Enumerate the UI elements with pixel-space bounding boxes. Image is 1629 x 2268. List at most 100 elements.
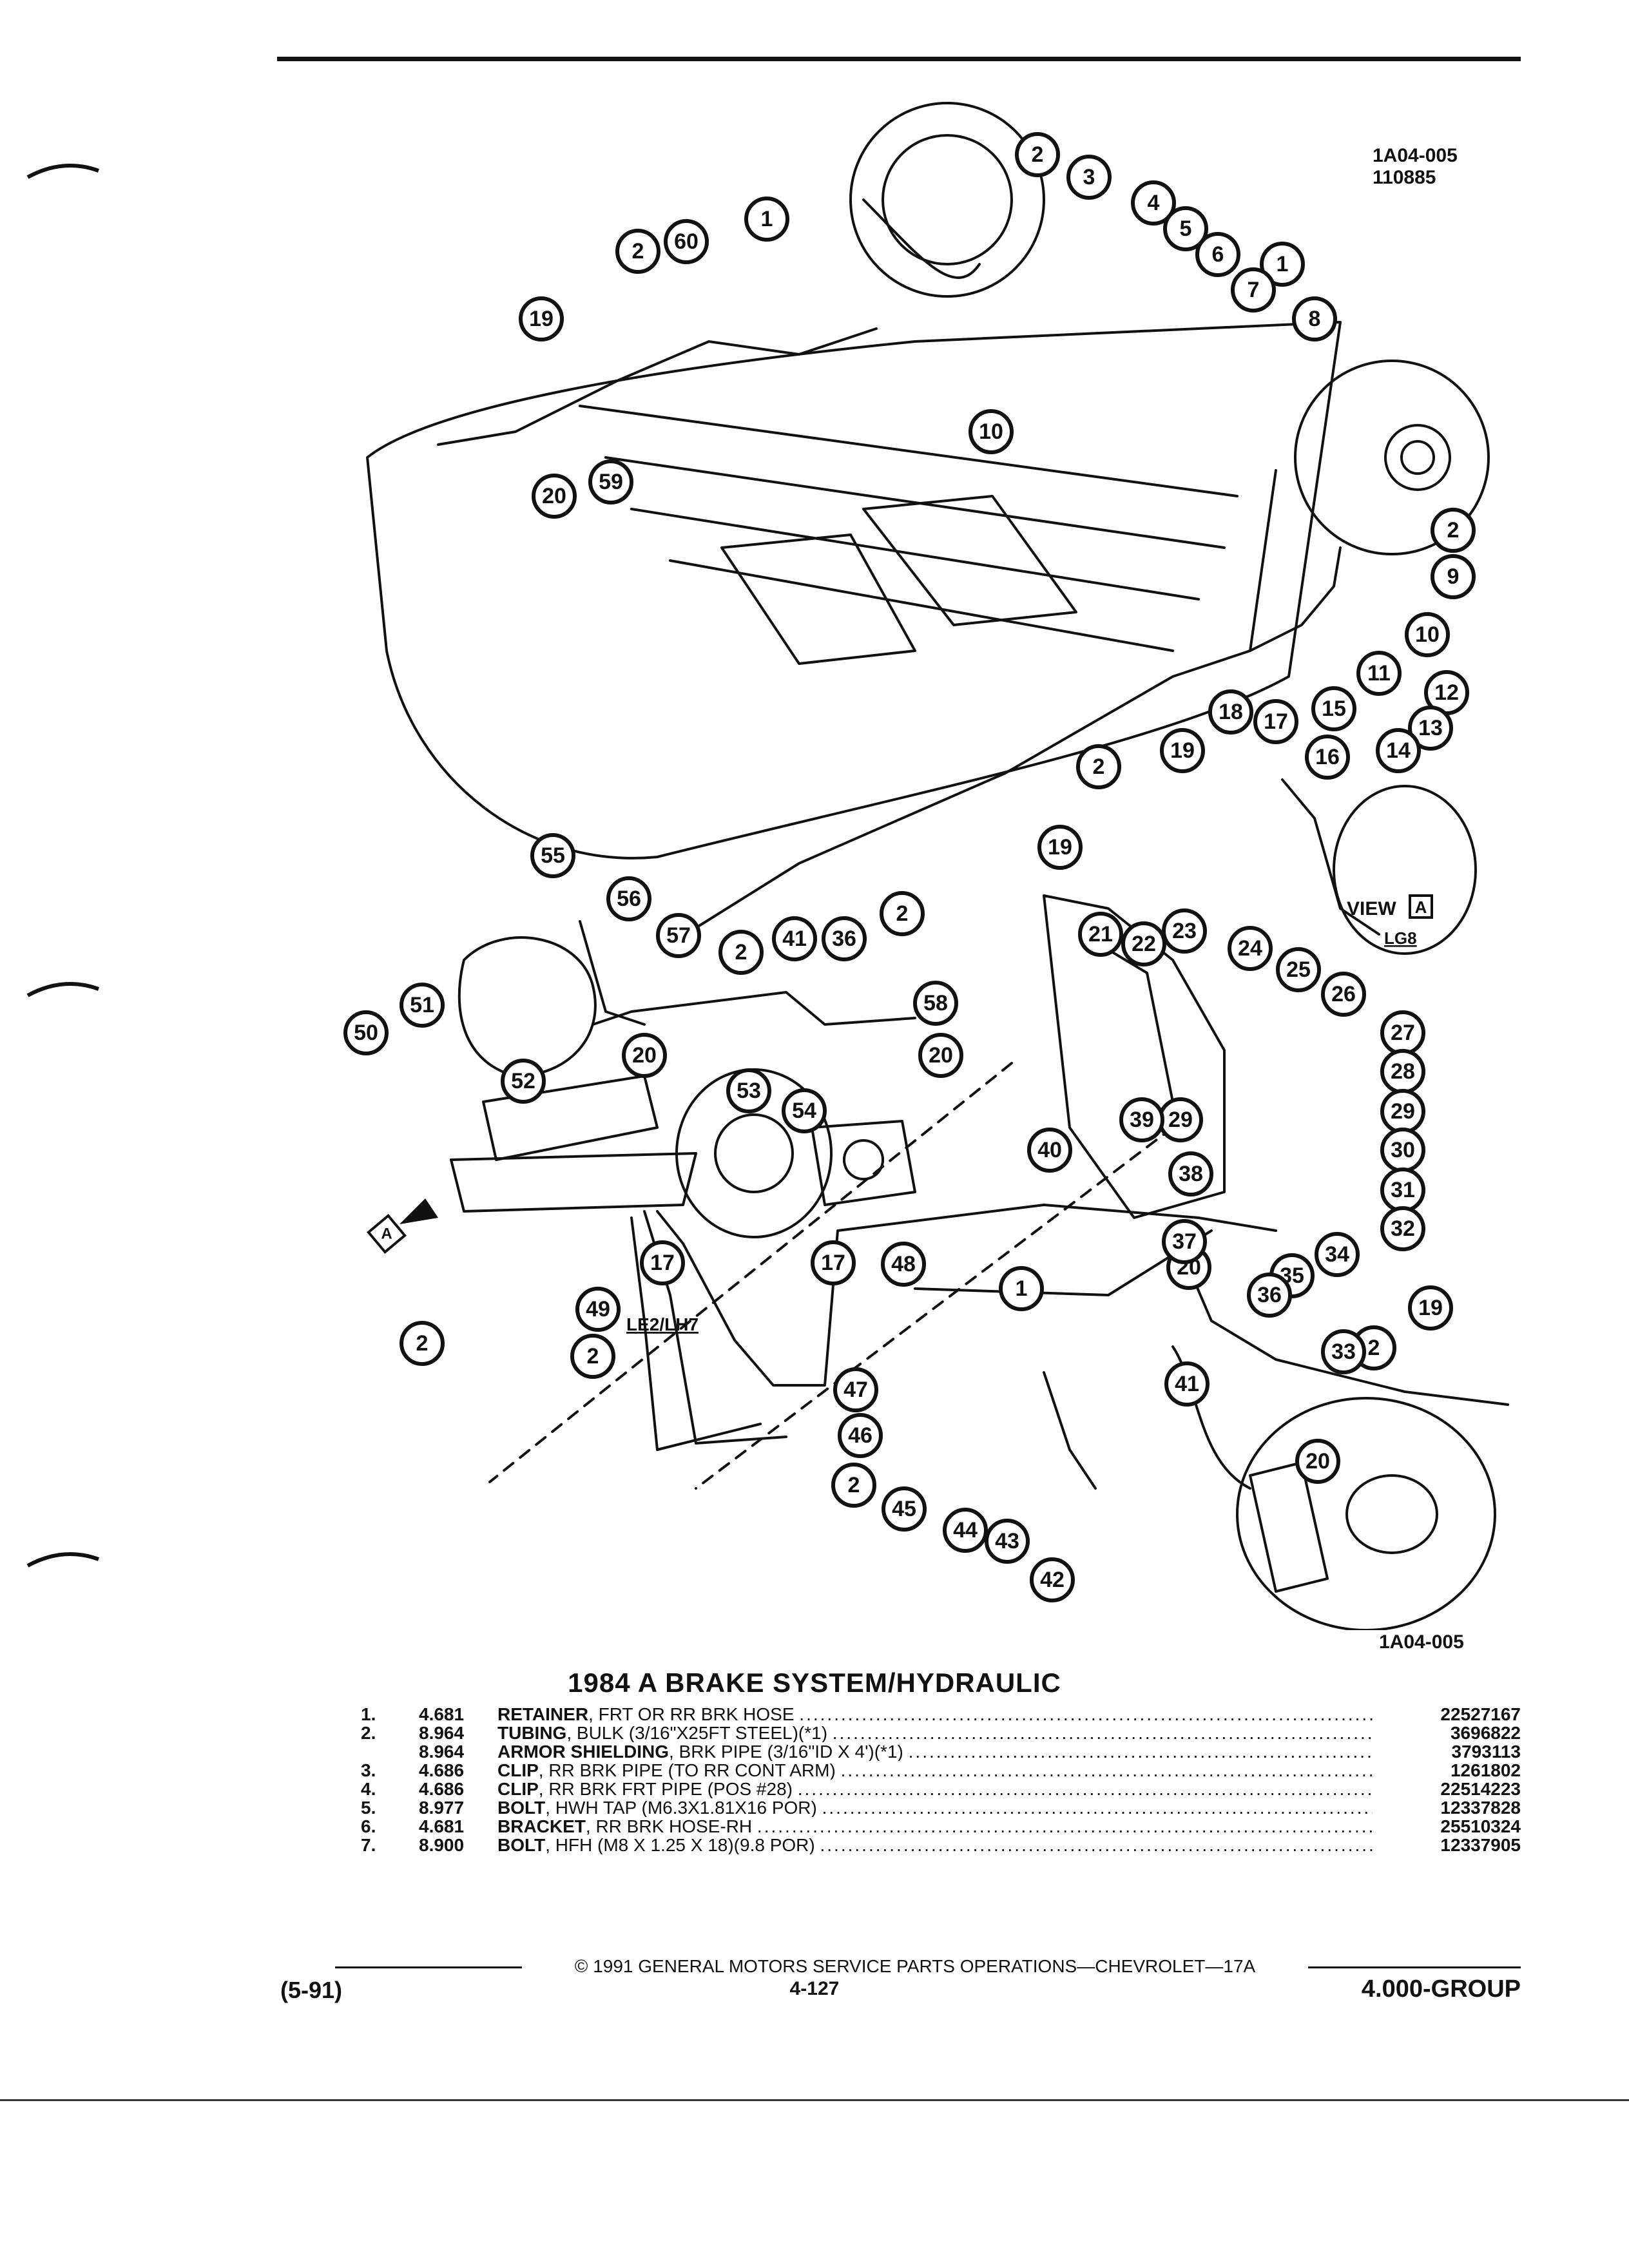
callout-55: 55	[530, 833, 575, 878]
callout-label: 20	[929, 1043, 953, 1068]
callout-23: 23	[1162, 908, 1207, 954]
callout-label: 11	[1367, 661, 1391, 686]
callout-label: 36	[832, 927, 856, 951]
callout-label: 10	[1415, 622, 1440, 647]
callout-label: 2	[1093, 754, 1105, 779]
diagram-ref-code-bottom: 1A04-005	[1379, 1631, 1464, 1653]
callout-label: 2	[896, 901, 909, 926]
callout-label: 14	[1386, 738, 1411, 763]
part-code: 4.686	[419, 1760, 465, 1780]
page-title: 1984 A BRAKE SYSTEM/HYDRAULIC	[568, 1667, 1061, 1698]
part-detail: , BRK PIPE (3/16"ID X 4')(*1)	[669, 1742, 909, 1761]
callout-2: 2	[400, 1321, 445, 1366]
view-arrow-letter: A	[381, 1225, 392, 1243]
callout-label: 18	[1219, 700, 1243, 724]
callout-label: 21	[1088, 922, 1113, 947]
footer-rule-right	[1308, 1966, 1521, 1968]
part-description: BOLT, HWH TAP (M6.3X1.81X16 POR) .......…	[497, 1798, 1373, 1817]
callout-30: 30	[1380, 1128, 1425, 1173]
callout-2: 2	[570, 1334, 615, 1379]
callout-label: 17	[650, 1251, 675, 1275]
callout-label: 1	[1277, 252, 1289, 276]
callout-label: 57	[666, 923, 691, 948]
callout-1: 1	[999, 1266, 1044, 1311]
callout-8: 8	[1292, 296, 1337, 341]
callout-13: 13	[1408, 706, 1453, 751]
callout-20: 20	[1295, 1439, 1340, 1484]
leader-dots: ........................................…	[799, 1705, 1373, 1724]
callout-7: 7	[1231, 267, 1276, 312]
callout-label: 7	[1248, 278, 1260, 302]
part-detail: , HFH (M8 X 1.25 X 18)(9.8 POR)	[545, 1836, 820, 1854]
part-catalog-number: 25510324	[1440, 1816, 1521, 1836]
part-name: RETAINER	[497, 1705, 589, 1724]
callout-21: 21	[1078, 912, 1123, 957]
part-code: 8.900	[419, 1835, 465, 1855]
callout-2: 2	[880, 891, 925, 936]
part-detail: , FRT OR RR BRK HOSE	[588, 1705, 800, 1724]
callout-label: 32	[1391, 1216, 1415, 1241]
callout-label: 37	[1172, 1229, 1197, 1254]
callout-label: 20	[632, 1043, 657, 1068]
callout-label: 29	[1168, 1108, 1193, 1132]
callout-43: 43	[985, 1519, 1030, 1564]
callout-label: 19	[1418, 1296, 1443, 1320]
callout-label: 2	[735, 940, 747, 965]
callout-41: 41	[772, 916, 817, 961]
callout-54: 54	[782, 1088, 827, 1133]
part-number: 3.	[361, 1760, 376, 1780]
callout-47: 47	[833, 1367, 878, 1412]
part-name: CLIP	[497, 1780, 539, 1798]
callout-15: 15	[1311, 686, 1356, 731]
callout-label: 60	[674, 229, 699, 254]
leader-dots: ........................................…	[908, 1742, 1373, 1761]
leader-dots: ........................................…	[840, 1761, 1373, 1780]
callout-50: 50	[343, 1010, 389, 1055]
diagram-ref-date: 110885	[1373, 167, 1436, 188]
part-description: ARMOR SHIELDING, BRK PIPE (3/16"ID X 4')…	[497, 1742, 1373, 1761]
callout-19: 19	[1160, 728, 1205, 773]
part-name: BOLT	[497, 1836, 546, 1854]
top-rule	[277, 57, 1521, 61]
diagram-ref-code: 1A04-005	[1373, 145, 1458, 166]
callout-label: 47	[843, 1378, 868, 1402]
callout-29: 29	[1380, 1089, 1425, 1134]
callout-16: 16	[1305, 735, 1350, 780]
callout-label: 19	[1170, 738, 1195, 763]
leader-dots: ........................................…	[757, 1817, 1373, 1836]
callout-2: 2	[718, 930, 764, 975]
callout-label: 42	[1040, 1568, 1065, 1592]
callout-label: 2	[416, 1331, 429, 1356]
callout-44: 44	[943, 1508, 988, 1553]
callout-51: 51	[400, 983, 445, 1028]
view-letter: A	[1415, 898, 1427, 917]
callout-45: 45	[882, 1486, 927, 1532]
part-code: 8.964	[419, 1723, 465, 1743]
callout-label: 19	[529, 307, 554, 331]
callout-5: 5	[1163, 206, 1208, 251]
callout-label: 59	[599, 470, 623, 494]
callout-33: 33	[1321, 1329, 1366, 1374]
parts-row: 3. 4.686 CLIP, RR BRK PIPE (TO RR CONT ARM…	[361, 1761, 1521, 1780]
callout-59: 59	[588, 459, 633, 505]
callout-label: 13	[1418, 716, 1443, 740]
callout-label: 16	[1315, 745, 1340, 769]
callout-label: 4	[1148, 191, 1160, 215]
callout-42: 42	[1030, 1557, 1075, 1602]
callout-2: 2	[1076, 744, 1121, 789]
bottom-rule	[0, 2099, 1629, 2101]
callout-label: 41	[782, 927, 807, 951]
part-name: BRACKET	[497, 1817, 586, 1836]
callout-label: 55	[541, 843, 565, 868]
callout-6: 6	[1195, 232, 1240, 277]
part-catalog-number: 3696822	[1450, 1723, 1521, 1743]
callout-40: 40	[1027, 1128, 1072, 1173]
part-description: CLIP, RR BRK PIPE (TO RR CONT ARM) .....…	[497, 1761, 1373, 1780]
part-code: 8.977	[419, 1798, 465, 1818]
leader-dots: ........................................…	[822, 1798, 1373, 1817]
callout-label: 17	[1264, 709, 1288, 734]
callout-1: 1	[744, 197, 789, 242]
